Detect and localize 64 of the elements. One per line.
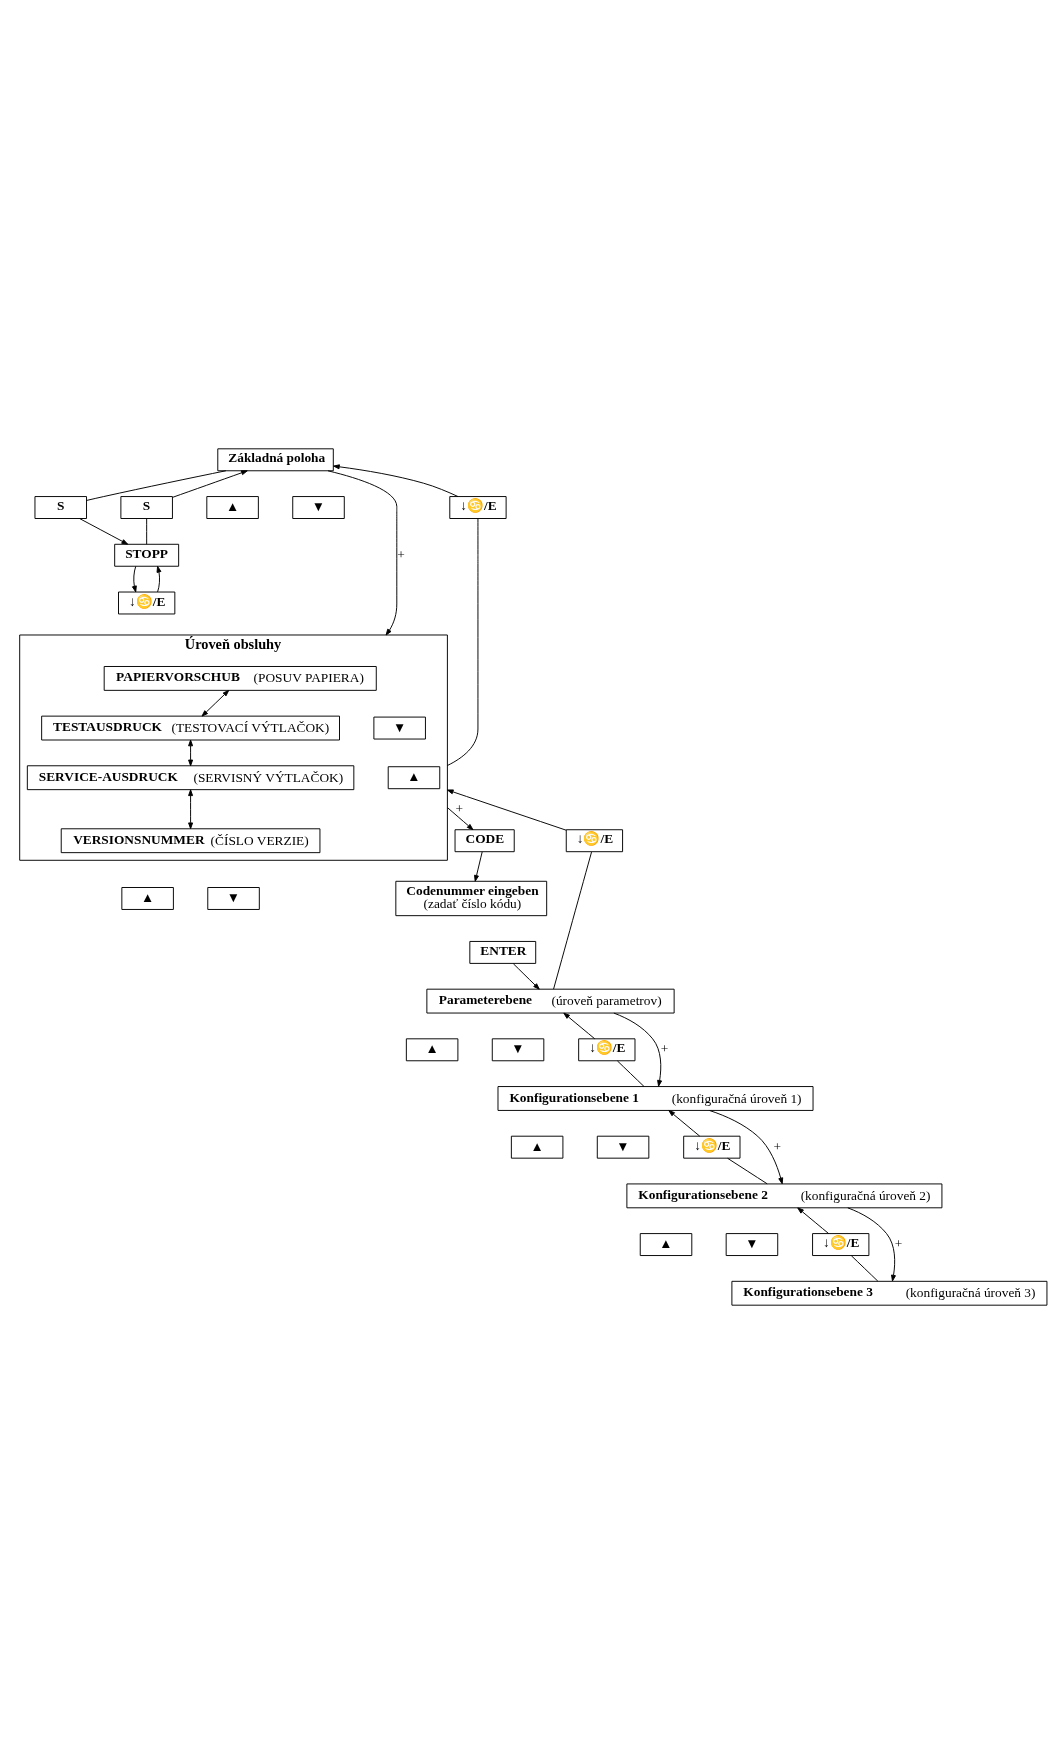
node-box: CODE — [454, 828, 515, 852]
node-box: ▼ — [292, 495, 345, 519]
node-box: ↓♋/E — [683, 1135, 741, 1159]
arrow — [512, 962, 540, 990]
node-box: ↓♋/E — [812, 1232, 870, 1256]
node-box: ▲ — [121, 886, 174, 910]
edge-label: + — [894, 1235, 903, 1251]
arrow — [446, 806, 474, 830]
arrow — [668, 1109, 701, 1137]
arrow — [474, 850, 483, 882]
node-box: ▼ — [725, 1232, 779, 1256]
node-box: ▼ — [207, 886, 260, 910]
node-box: ▲ — [639, 1232, 693, 1256]
connector — [850, 1254, 879, 1282]
node-box: S — [34, 495, 87, 519]
node-box: Konfigurationsebene 2 (konfiguračná úroveň 2) — [626, 1182, 943, 1208]
arrow — [563, 1012, 596, 1039]
node-box: ▲ — [510, 1135, 564, 1159]
node-box: PAPIERVORSCHUB (POSUV PAPIERA) — [103, 665, 377, 691]
arrow — [446, 788, 567, 831]
arrow — [79, 517, 129, 545]
arrow — [613, 1012, 663, 1087]
node-box: ↓♋/E — [449, 495, 507, 519]
node-box: ▼ — [373, 716, 426, 740]
arrow — [156, 565, 162, 592]
arrow — [797, 1206, 830, 1234]
connector — [446, 517, 479, 766]
arrow — [327, 469, 398, 635]
connector — [616, 1059, 645, 1087]
edge-label: + — [773, 1138, 782, 1154]
arrow — [131, 565, 137, 592]
arrow — [188, 739, 194, 766]
node-box: TESTAUSDRUCK (TESTOVACÍ VÝTLAČOK) — [41, 715, 340, 740]
node-box: ↓♋/E — [118, 591, 176, 614]
node-box: Codenummer eingeben (zadať číslo kódu) — [395, 880, 548, 916]
node-box: SERVICE-AUSDRUCK (SERVISNÝ VÝTLAČOK) — [26, 764, 355, 790]
arrow — [709, 1109, 784, 1184]
arrow — [847, 1206, 896, 1281]
connector — [727, 1157, 768, 1184]
edge-label: + — [455, 800, 464, 816]
arrow — [172, 469, 248, 498]
node-box: ↓♋/E — [578, 1037, 636, 1061]
node-box: STOPP — [114, 543, 180, 567]
node-box: VERSIONSNUMMER (ČÍSLO VERZIE) — [60, 827, 321, 853]
arrow — [188, 788, 194, 829]
node-box: S — [120, 495, 173, 519]
node-box: Konfigurationsebene 1 (konfiguračná úroveň 1) — [497, 1085, 814, 1111]
node-box: ▼ — [596, 1135, 650, 1159]
node-box: ▲ — [405, 1037, 459, 1061]
node-box: Konfigurationsebene 3 (konfiguračná úroveň 3) — [731, 1280, 1048, 1306]
node-box: ▲ — [387, 765, 441, 789]
node-box: Základná poloha — [217, 447, 334, 471]
node-box: ▲ — [206, 495, 259, 519]
arrow — [333, 463, 459, 497]
node-box: ▼ — [491, 1037, 545, 1061]
edge-label: + — [660, 1040, 669, 1056]
edge-label: + — [397, 546, 405, 562]
node-box: Parameterebene (úroveň parametrov) — [426, 988, 675, 1013]
node-box: ↓♋/E — [565, 828, 624, 852]
connector — [146, 517, 148, 545]
connector — [86, 469, 227, 501]
connector — [553, 851, 592, 990]
node-box: ENTER — [469, 940, 537, 964]
arrow — [201, 689, 230, 717]
